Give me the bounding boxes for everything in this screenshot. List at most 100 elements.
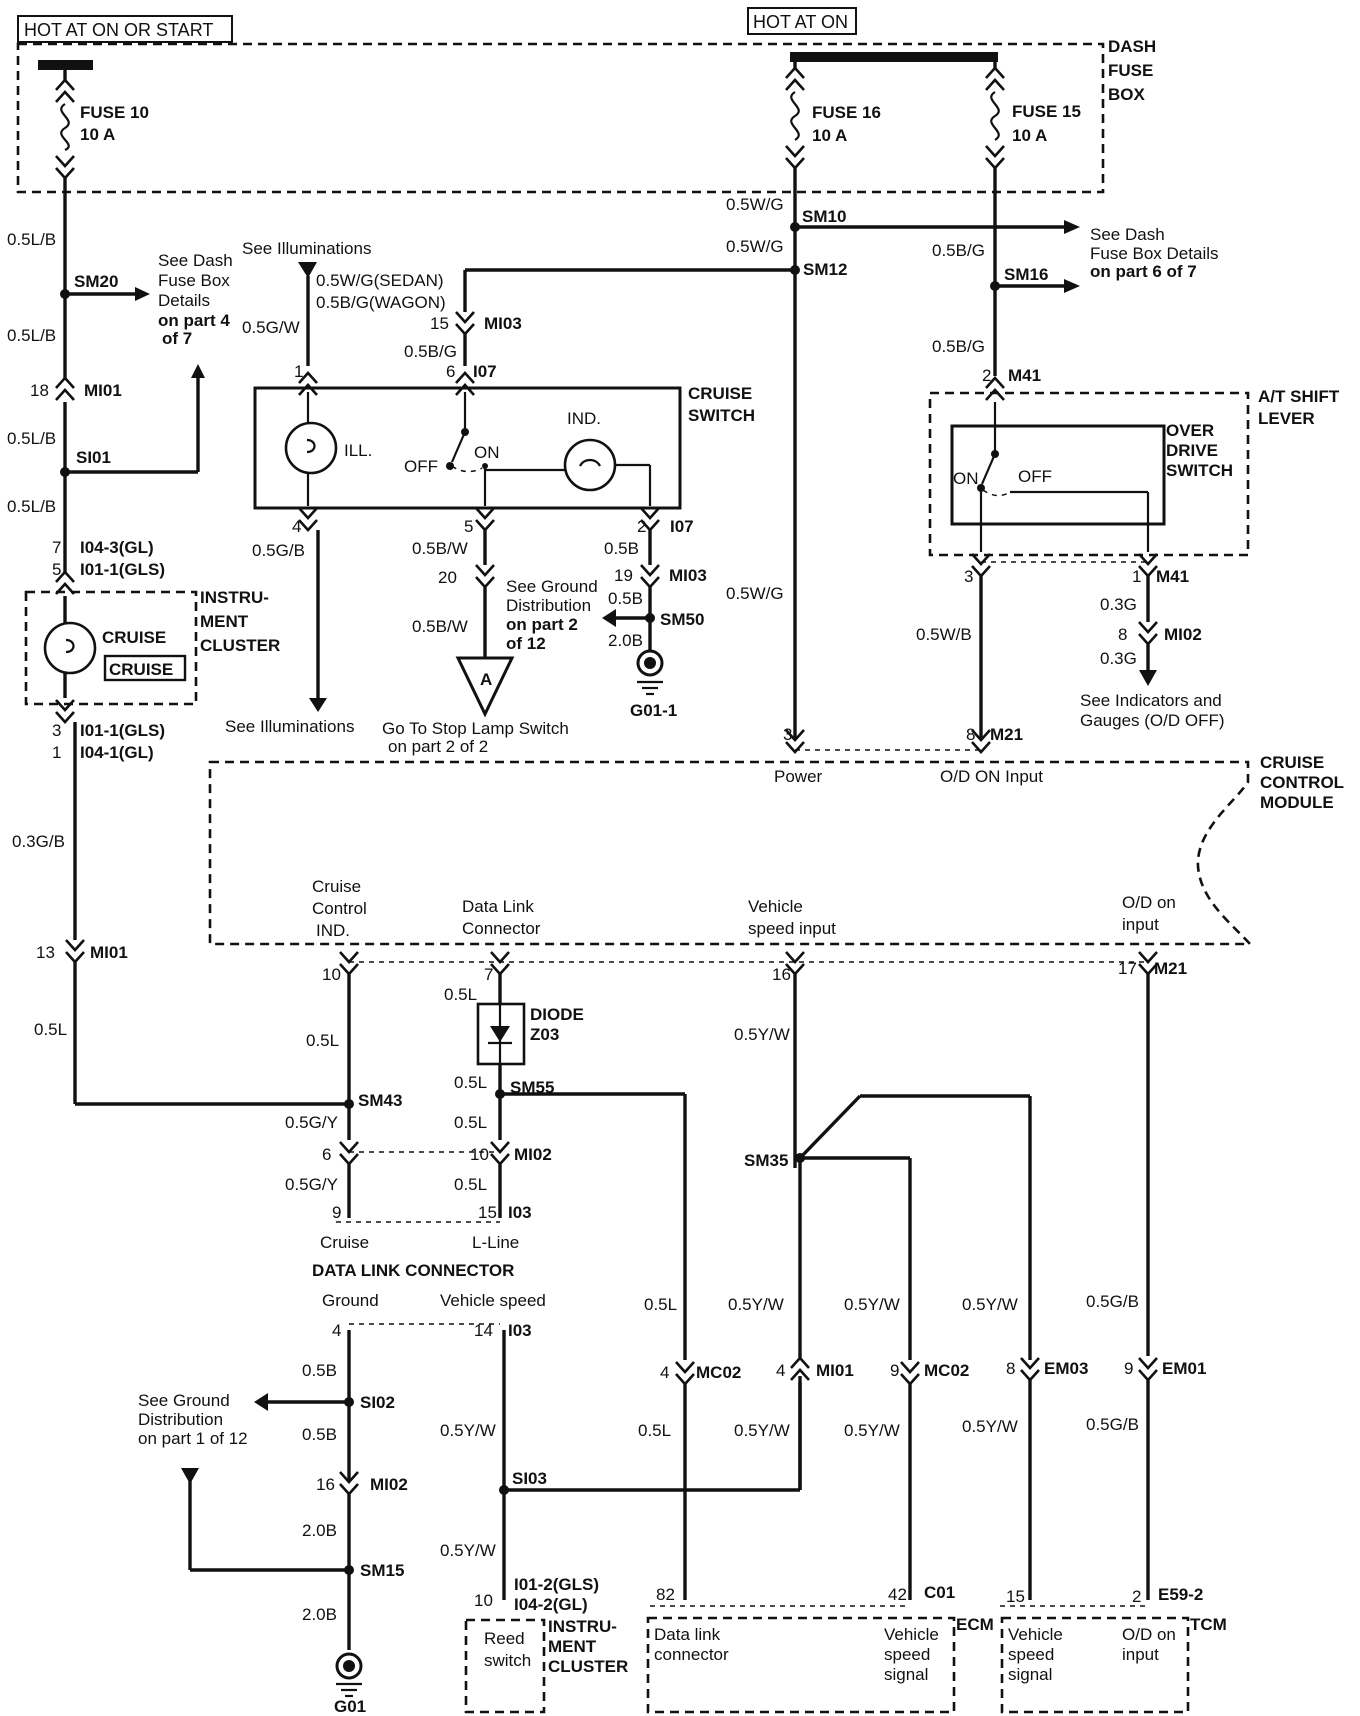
wire-label: 0.5L [454, 1073, 487, 1092]
dlc-ground-wire [181, 1330, 363, 1698]
pin-number: 3 [964, 567, 973, 586]
connector-i04-3: I04-3(GL) [80, 538, 154, 557]
over-drive-switch-contact [977, 402, 1150, 552]
pin-number: 15 [1006, 1587, 1025, 1606]
pin-number: 1 [52, 743, 61, 762]
fuse-16-label: FUSE 16 [812, 103, 881, 122]
svg-text:HOT AT ON: HOT AT ON [753, 12, 848, 32]
cruise-switch-feed [454, 268, 795, 366]
reed-switch-box [464, 1618, 546, 1714]
connector-mc02: MC02 [924, 1361, 969, 1380]
instrument-cluster-box [24, 590, 198, 706]
pin-number: 2 [1132, 1587, 1141, 1606]
vehicle-speed-trunk [793, 974, 1032, 1360]
cruise-ind-wire [338, 974, 360, 1218]
connector-m21: M21 [1154, 959, 1187, 978]
pin-number: 6 [446, 362, 455, 381]
module-pin-power: Power [774, 767, 823, 786]
pin-number: 42 [888, 1585, 907, 1604]
cruise-indicator-lamp-switch [563, 438, 652, 506]
connector-i07: I07 [473, 362, 497, 381]
wire-label: 2.0B [302, 1521, 337, 1540]
pin-number: 7 [484, 965, 493, 984]
wire-label: 0.5Y/W [728, 1295, 784, 1314]
diode-label: DIODE [530, 1005, 584, 1024]
pin-number: 10 [474, 1591, 493, 1610]
wire-label: 0.5L/B [7, 429, 56, 448]
dlc-pin-lline: L-Line [472, 1233, 519, 1252]
note-see-ground: on part 2 [506, 615, 578, 634]
module-pin-od: O/D on [1122, 893, 1176, 912]
wire-label: 0.5G/B [252, 541, 305, 560]
connector-m41: M41 [1156, 567, 1189, 586]
left-fuse10-circuit [54, 240, 205, 596]
dlc-pin-vspeed: Vehicle speed [440, 1291, 546, 1310]
wire-label: 0.5Y/W [962, 1295, 1018, 1314]
pin-number: 8 [966, 725, 975, 744]
connector-mi02: MI02 [1164, 625, 1202, 644]
module-pin-cruise-ind: IND. [316, 921, 350, 940]
fuse15-wire [984, 168, 1080, 402]
pin-number: 3 [783, 725, 792, 744]
od-on-label: ON [953, 469, 979, 488]
splice-sm35: SM35 [744, 1151, 788, 1170]
wire-label: 0.5B [608, 589, 643, 608]
data-link-connector-label: DATA LINK CONNECTOR [312, 1261, 514, 1280]
dlc-pin-cruise: Cruise [320, 1233, 369, 1252]
wire-label: 0.5W/G [726, 584, 784, 603]
instrument-cluster-label: MENT [548, 1637, 597, 1656]
pin-number: 15 [478, 1203, 497, 1222]
connector-mc02: MC02 [696, 1363, 741, 1382]
connector-mi01: MI01 [84, 381, 122, 400]
wire-label: 0.5Y/W [844, 1295, 900, 1314]
module-label: CONTROL [1260, 773, 1344, 792]
connector-i01-2: I01-2(GLS) [514, 1575, 599, 1594]
connector-i07: I07 [670, 517, 694, 536]
wire-label: 0.5G/B [1086, 1292, 1139, 1311]
connector-c01: C01 [924, 1583, 955, 1602]
note-text: on part 4 [158, 311, 230, 330]
note-see-ground: See Ground [506, 577, 598, 596]
wire-label: 0.5Y/W [844, 1421, 900, 1440]
wire-label: 0.5L [306, 1031, 339, 1050]
pin-number: 4 [332, 1321, 341, 1340]
wire-label: 2.0B [302, 1605, 337, 1624]
splice-sm50: SM50 [660, 610, 704, 629]
tcm-pin-od: O/D on [1122, 1625, 1176, 1644]
module-pin-cruise-ind: Control [312, 899, 367, 918]
module-pin-od: input [1122, 915, 1159, 934]
wire-label: 0.5B/G [404, 342, 457, 361]
wire-label: 0.5L [454, 1113, 487, 1132]
wire-label: 0.5Y/W [440, 1421, 496, 1440]
note-text: See Dash [158, 251, 233, 270]
wire-label: 0.5W/G [726, 237, 784, 256]
illuminations-feed [298, 262, 317, 366]
wire-label: 0.5Y/W [440, 1541, 496, 1560]
wire-label: 0.3G [1100, 649, 1137, 668]
note-text: Fuse Box [158, 271, 230, 290]
ecm-pin-vss: signal [884, 1665, 928, 1684]
pin-number: 19 [614, 566, 633, 585]
fuse-15-rating: 10 A [1012, 126, 1047, 145]
note-see-ground: Distribution [506, 596, 591, 615]
note-see-ground: on part 1 of 12 [138, 1429, 248, 1448]
switch-off-label: OFF [404, 457, 438, 476]
ground-wire-switch [602, 530, 664, 696]
splice-si02: SI02 [360, 1393, 395, 1412]
wire-label: 0.5L [444, 985, 477, 1004]
data-link-wire [476, 974, 687, 1360]
note-see-ground: Distribution [138, 1410, 223, 1429]
pin-number: 82 [656, 1585, 675, 1604]
fuse-15 [984, 62, 1006, 170]
fuse-16-rating: 10 A [812, 126, 847, 145]
over-drive-switch-label: DRIVE [1166, 441, 1218, 460]
fuse-10-label: FUSE 10 [80, 103, 149, 122]
dlc-pin-ground: Ground [322, 1291, 379, 1310]
stop-lamp-wire [455, 530, 515, 718]
reed-switch-label: switch [484, 1651, 531, 1670]
wire-label: 0.5B/W [412, 539, 468, 558]
pin-number: 7 [52, 538, 61, 557]
wire-label: 0.5B/G [932, 241, 985, 260]
wire-label: 0.5W/B [916, 625, 972, 644]
wire-label: 0.5B [604, 539, 639, 558]
